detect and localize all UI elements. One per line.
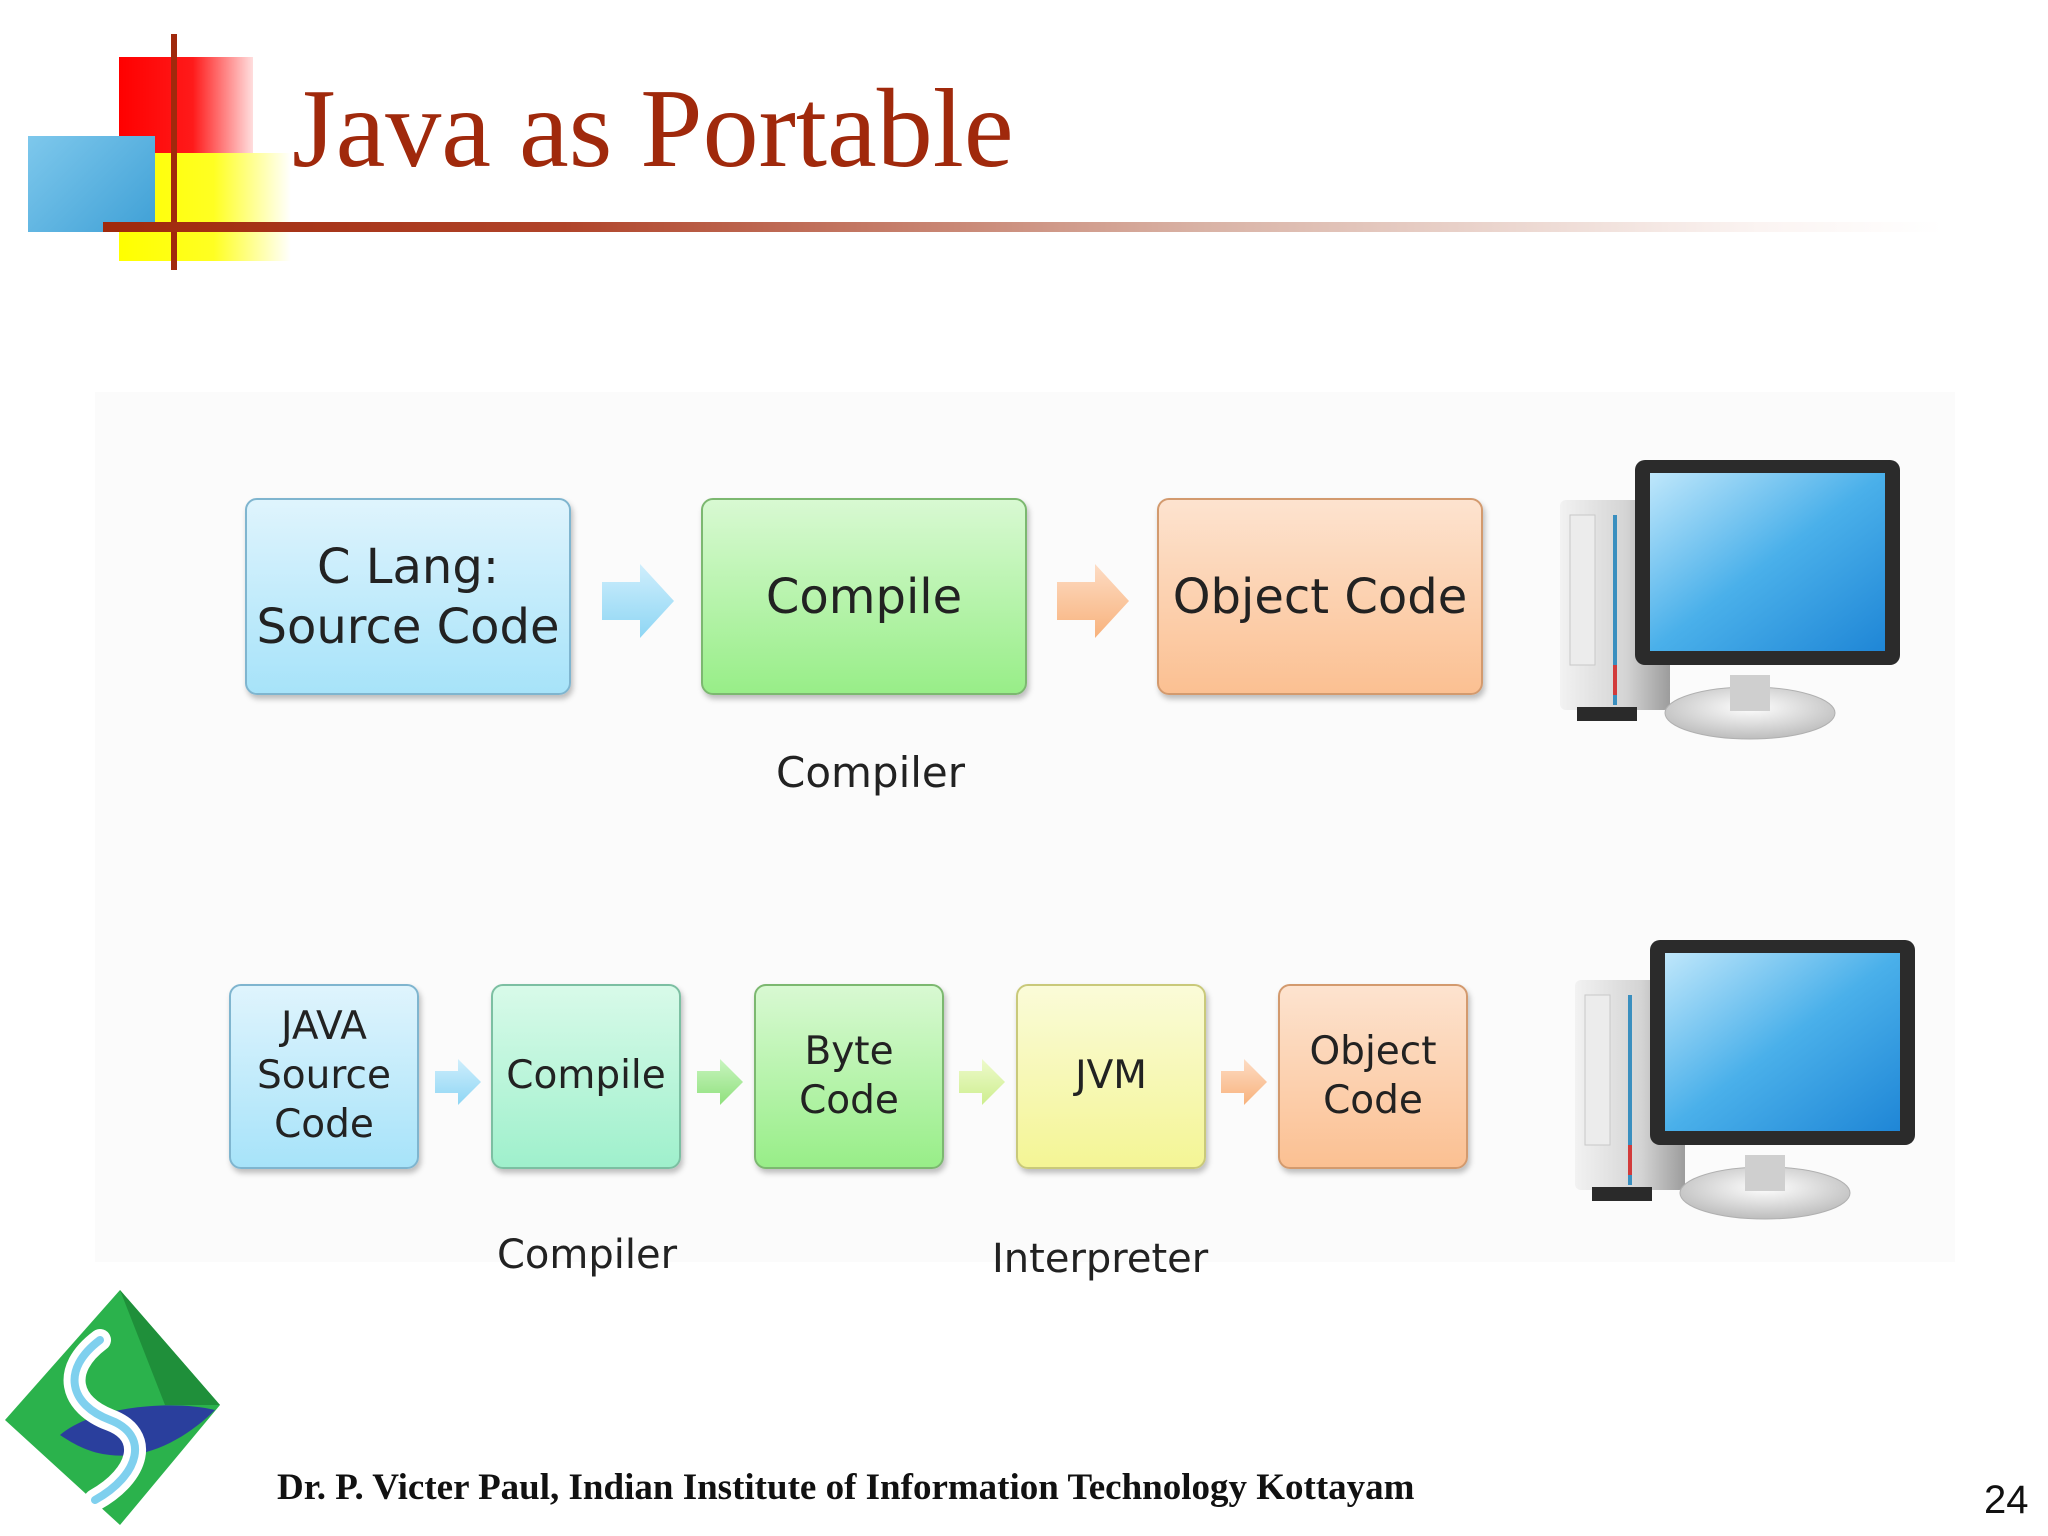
arrow-icon (959, 1059, 1005, 1105)
c-compile-box: Compile (701, 498, 1027, 695)
desktop-computer-icon (1575, 940, 1915, 1220)
c-compiler-label: Compiler (776, 748, 966, 797)
c-source-code-box: C Lang: Source Code (245, 498, 571, 695)
title-underline (103, 222, 1943, 232)
java-object-code-box: Object Code (1278, 984, 1468, 1169)
java-compiler-label: Compiler (497, 1232, 678, 1278)
logo-icon (5, 1290, 220, 1525)
arrow-icon (602, 564, 674, 638)
jvm-box: JVM (1016, 984, 1206, 1169)
arrow-icon (697, 1059, 743, 1105)
c-object-code-box: Object Code (1157, 498, 1483, 695)
slide-title: Java as Portable (292, 67, 1014, 191)
interpreter-label: Interpreter (992, 1236, 1209, 1282)
java-source-code-box: JAVA Source Code (229, 984, 419, 1169)
desktop-computer-icon (1560, 460, 1900, 740)
slide-number: 24 (1984, 1478, 2029, 1522)
corner-blue-block (28, 136, 155, 232)
footer-credit: Dr. P. Victer Paul, Indian Institute of … (277, 1467, 1415, 1508)
byte-code-box: Byte Code (754, 984, 944, 1169)
arrow-icon (1221, 1059, 1267, 1105)
java-compile-box: Compile (491, 984, 681, 1169)
arrow-icon (435, 1059, 481, 1105)
arrow-icon (1057, 564, 1129, 638)
corner-vertical-line (171, 34, 177, 270)
